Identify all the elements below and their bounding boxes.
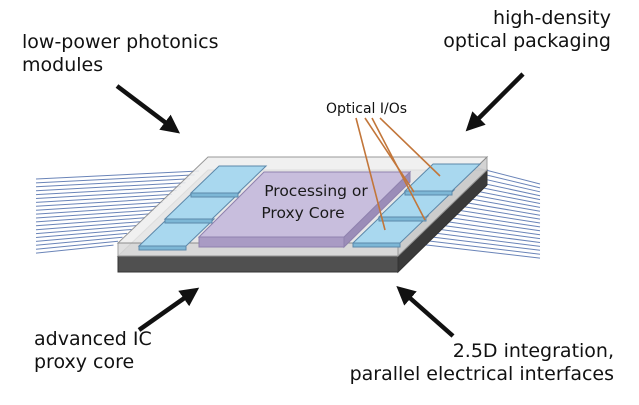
label-integration-line2: parallel electrical interfaces	[350, 363, 614, 385]
left-fiber-ribbon	[35, 170, 200, 254]
photonics-module	[163, 191, 242, 224]
label-photonics-line2: modules	[22, 54, 103, 76]
fiber-line	[35, 193, 173, 203]
label-ic-line1: advanced IC	[34, 328, 152, 350]
module-front-face	[138, 245, 187, 251]
fiber-line	[35, 174, 195, 184]
fiber-line	[35, 225, 137, 235]
processing-core	[197, 170, 412, 249]
label-optical-ios: Optical I/Os	[326, 101, 407, 117]
fiber-line	[35, 232, 128, 242]
fiber-line	[35, 229, 132, 238]
fiber-line	[35, 182, 186, 192]
module-top-face	[137, 218, 216, 247]
photonics-module	[189, 165, 268, 198]
module-top-face	[189, 165, 268, 194]
module-top-face	[351, 215, 430, 244]
label-packaging-line2: optical packaging	[443, 30, 611, 52]
fiber-line	[35, 244, 114, 254]
fiber-line	[35, 213, 150, 223]
module-front-face	[352, 242, 401, 248]
arrow-down-left-icon	[465, 72, 525, 132]
label-core-line2: Proxy Core	[261, 204, 344, 222]
arrow-up-right-icon	[137, 287, 200, 332]
fiber-line	[35, 186, 182, 196]
module-front-face	[378, 216, 427, 222]
fiber-line	[35, 201, 164, 211]
module-front-face	[164, 218, 213, 224]
fiber-line	[35, 240, 119, 250]
module-top-face	[403, 163, 482, 192]
module-top-face	[163, 191, 242, 220]
optical-io-callout-lines	[355, 117, 441, 231]
label-ic-line2: proxy core	[34, 351, 134, 373]
fiber-line	[35, 205, 159, 215]
label-packaging-line1: high-density	[493, 7, 611, 29]
label-integration-line1: 2.5D integration,	[453, 340, 614, 362]
fiber-line	[35, 170, 200, 180]
label-photonics-line1: low-power photonics	[22, 31, 219, 53]
photonics-module	[137, 218, 216, 251]
fiber-line	[35, 209, 155, 219]
fiber-line	[35, 197, 168, 207]
fiber-line	[35, 217, 146, 227]
fiber-line	[35, 221, 141, 231]
photonics-module	[351, 215, 430, 248]
label-core-line1: Processing or	[264, 182, 368, 200]
fiber-line	[35, 236, 123, 246]
arrow-down-right-icon	[115, 84, 181, 134]
fiber-line	[35, 178, 191, 188]
photonics-module	[403, 163, 482, 196]
module-front-face	[190, 192, 239, 198]
fiber-line	[35, 190, 177, 199]
arrow-up-left-icon	[396, 285, 455, 338]
